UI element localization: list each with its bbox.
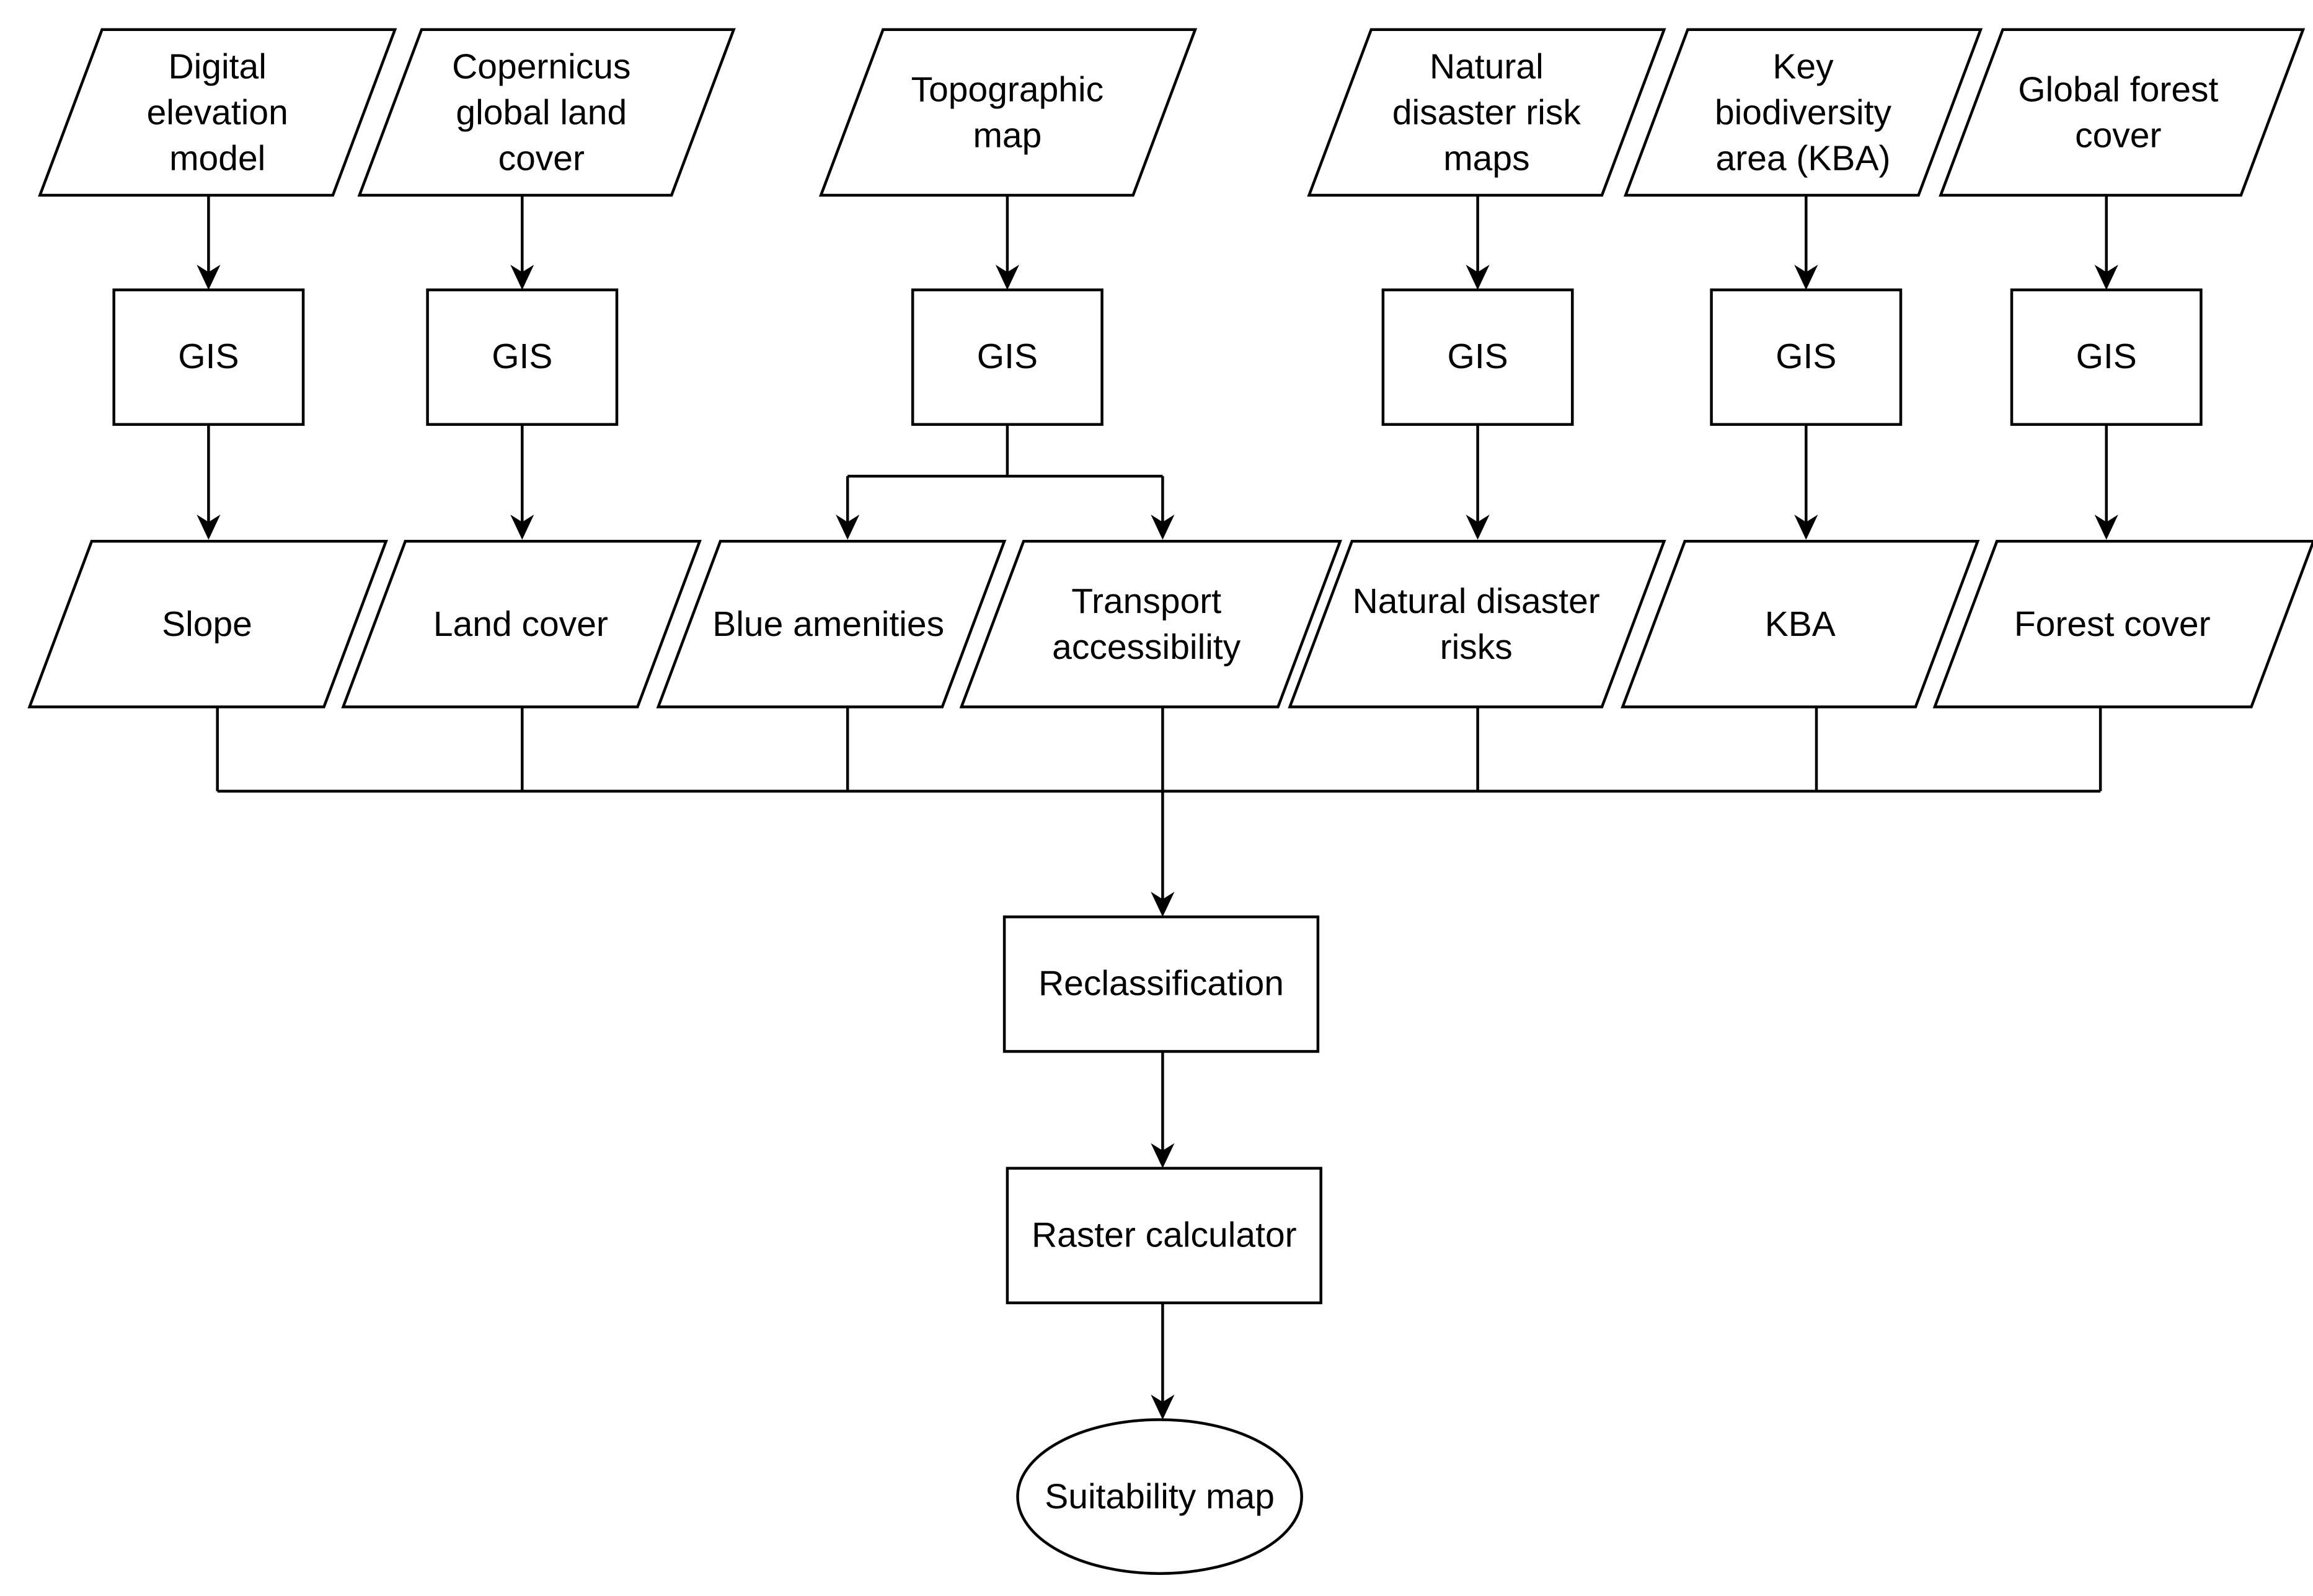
- gis-box-forest-label: GIS: [2076, 337, 2137, 376]
- gis-box-disaster-label: GIS: [1447, 337, 1508, 376]
- gis-box-topographic: [911, 288, 1103, 426]
- layer-transport-label-line-1: Transport: [1071, 581, 1221, 621]
- layer-disaster-risks-label-line-1: Natural disaster: [1353, 581, 1600, 621]
- input-kba: [1623, 28, 1983, 197]
- input-dem-label-line-3: model: [169, 138, 265, 178]
- arrow-input-copernicus-head: [510, 265, 534, 290]
- input-copernicus-label-line-3: cover: [498, 138, 585, 178]
- gis-box-dem-label: GIS: [178, 337, 239, 376]
- layer-forest-cover-label: Forest cover: [2014, 604, 2211, 644]
- gis-box-copernicus: [426, 288, 619, 426]
- gis-box-kba: [1710, 288, 1903, 426]
- layer-forest-cover: [1932, 540, 2313, 708]
- layer-disaster-risks: [1288, 540, 1666, 708]
- arrow-gis-transport-head: [1151, 514, 1175, 540]
- gis-box-kba-label: GIS: [1776, 337, 1836, 376]
- arrow-raster-suitability-head: [1151, 1395, 1175, 1420]
- layer-kba-label: KBA: [1765, 604, 1836, 644]
- reclassification-label: Reclassification: [1038, 964, 1284, 1003]
- input-disaster-label-line-3: maps: [1443, 138, 1529, 178]
- input-disaster: [1307, 28, 1666, 197]
- input-topographic-label-line-1: Topographic: [911, 69, 1104, 109]
- input-dem-label-line-1: Digital: [168, 46, 266, 86]
- input-forest: [1939, 28, 2306, 197]
- input-topographic: [818, 28, 1198, 197]
- layer-land-cover: [341, 540, 702, 708]
- arrow-gis-land-cover-head: [510, 514, 534, 540]
- input-kba-label-line-3: area (KBA): [1716, 138, 1891, 178]
- input-disaster-label-line-1: Natural: [1430, 46, 1544, 86]
- input-copernicus-label-line-1: Copernicus: [452, 46, 630, 86]
- input-disaster-label-line-2: disaster risk: [1392, 92, 1581, 132]
- input-forest-label-line-2: cover: [2075, 115, 2161, 155]
- input-topographic-label-line-2: map: [973, 115, 1042, 155]
- raster-calculator-box: [1006, 1166, 1322, 1305]
- arrow-gis-blue-amenities-head: [836, 514, 860, 540]
- input-dem-label-line-2: elevation: [147, 92, 288, 132]
- gis-box-dem: [112, 288, 305, 426]
- raster-calculator-label: Raster calculator: [1032, 1215, 1297, 1254]
- layer-transport: [959, 540, 1342, 708]
- layer-slope-label: Slope: [162, 604, 252, 644]
- reclassification-box: [1002, 915, 1320, 1053]
- input-kba-label-line-2: biodiversity: [1715, 92, 1892, 132]
- arrow-input-kba-head: [1794, 265, 1818, 290]
- input-dem: [38, 28, 397, 197]
- input-copernicus-label-line-2: global land: [456, 92, 627, 132]
- arrow-gis-kba-head: [1794, 514, 1818, 540]
- arrow-input-forest-head: [2094, 265, 2118, 290]
- gis-box-disaster: [1381, 288, 1574, 426]
- gis-box-topographic-label: GIS: [977, 337, 1038, 376]
- layer-land-cover-label: Land cover: [433, 604, 608, 644]
- layer-slope: [27, 540, 388, 708]
- input-copernicus: [357, 28, 736, 197]
- layer-blue-amenities: [656, 540, 1007, 708]
- layer-blue-amenities-label: Blue amenities: [712, 604, 944, 644]
- arrow-gis-forest-cover-head: [2094, 514, 2118, 540]
- input-forest-label-line-1: Global forest: [2018, 69, 2218, 109]
- layer-disaster-risks-label-line-2: risks: [1440, 627, 1513, 667]
- arrow-input-topographic-head: [995, 265, 1019, 290]
- gis-box-forest: [2010, 288, 2203, 426]
- suitability-map-label: Suitability map: [1045, 1477, 1275, 1517]
- arrow-gis-slope-head: [197, 514, 221, 540]
- arrow-gis-disaster-risks-head: [1466, 514, 1490, 540]
- input-kba-label-line-1: Key: [1772, 46, 1834, 86]
- arrow-input-disaster-head: [1466, 265, 1490, 290]
- layer-transport-label-line-2: accessibility: [1052, 627, 1241, 667]
- layer-kba: [1621, 540, 1980, 708]
- suitability-map-ellipse: [1016, 1418, 1303, 1575]
- arrow-input-dem-head: [197, 265, 221, 290]
- arrow-reclassification-raster-head: [1151, 1143, 1175, 1168]
- gis-box-copernicus-label: GIS: [492, 337, 552, 376]
- arrow-bus-reclassification-head: [1151, 891, 1175, 917]
